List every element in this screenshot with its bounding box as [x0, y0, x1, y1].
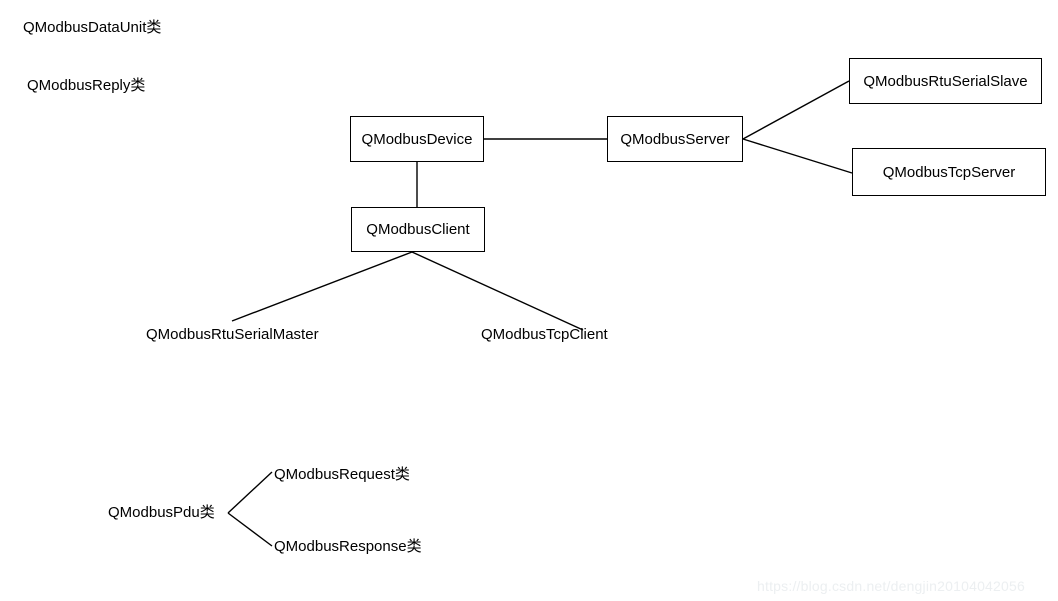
node-label: QModbusRtuSerialSlave	[863, 72, 1028, 90]
edge-pdu-request	[227, 471, 273, 514]
edge-server-rtuserialslave	[742, 80, 850, 140]
edge-server-tcpserver	[742, 138, 853, 174]
node-qmodbustcpserver: QModbusTcpServer	[852, 148, 1046, 196]
node-qmodbusclient: QModbusClient	[351, 207, 485, 252]
label-qmodbusdataunit: QModbusDataUnit类	[23, 19, 162, 36]
node-label: QModbusTcpServer	[882, 163, 1016, 181]
node-label: QModbusServer	[620, 130, 730, 148]
node-qmodbusdevice: QModbusDevice	[350, 116, 484, 162]
edge-client-rtuserialmaster	[231, 251, 413, 322]
label-qmodbusreply: QModbusReply类	[27, 77, 146, 94]
node-qmodbusserver: QModbusServer	[607, 116, 743, 162]
node-label: QModbusClient	[366, 221, 470, 238]
node-qmodbustcpclient: QModbusTcpClient	[481, 326, 608, 343]
node-qmodbusrequest: QModbusRequest类	[274, 466, 410, 483]
node-qmodbusrtuserialslave: QModbusRtuSerialSlave	[849, 58, 1042, 104]
node-label: QModbusDevice	[361, 130, 473, 148]
node-qmodbuspdu: QModbusPdu类	[108, 504, 215, 521]
node-qmodbusrtuserialmaster: QModbusRtuSerialMaster	[146, 326, 319, 343]
watermark: https://blog.csdn.net/dengjin20104042056	[757, 578, 1025, 594]
edge-pdu-response	[227, 512, 273, 547]
node-qmodbusresponse: QModbusResponse类	[274, 538, 422, 555]
edge-client-tcpclient	[411, 251, 584, 331]
